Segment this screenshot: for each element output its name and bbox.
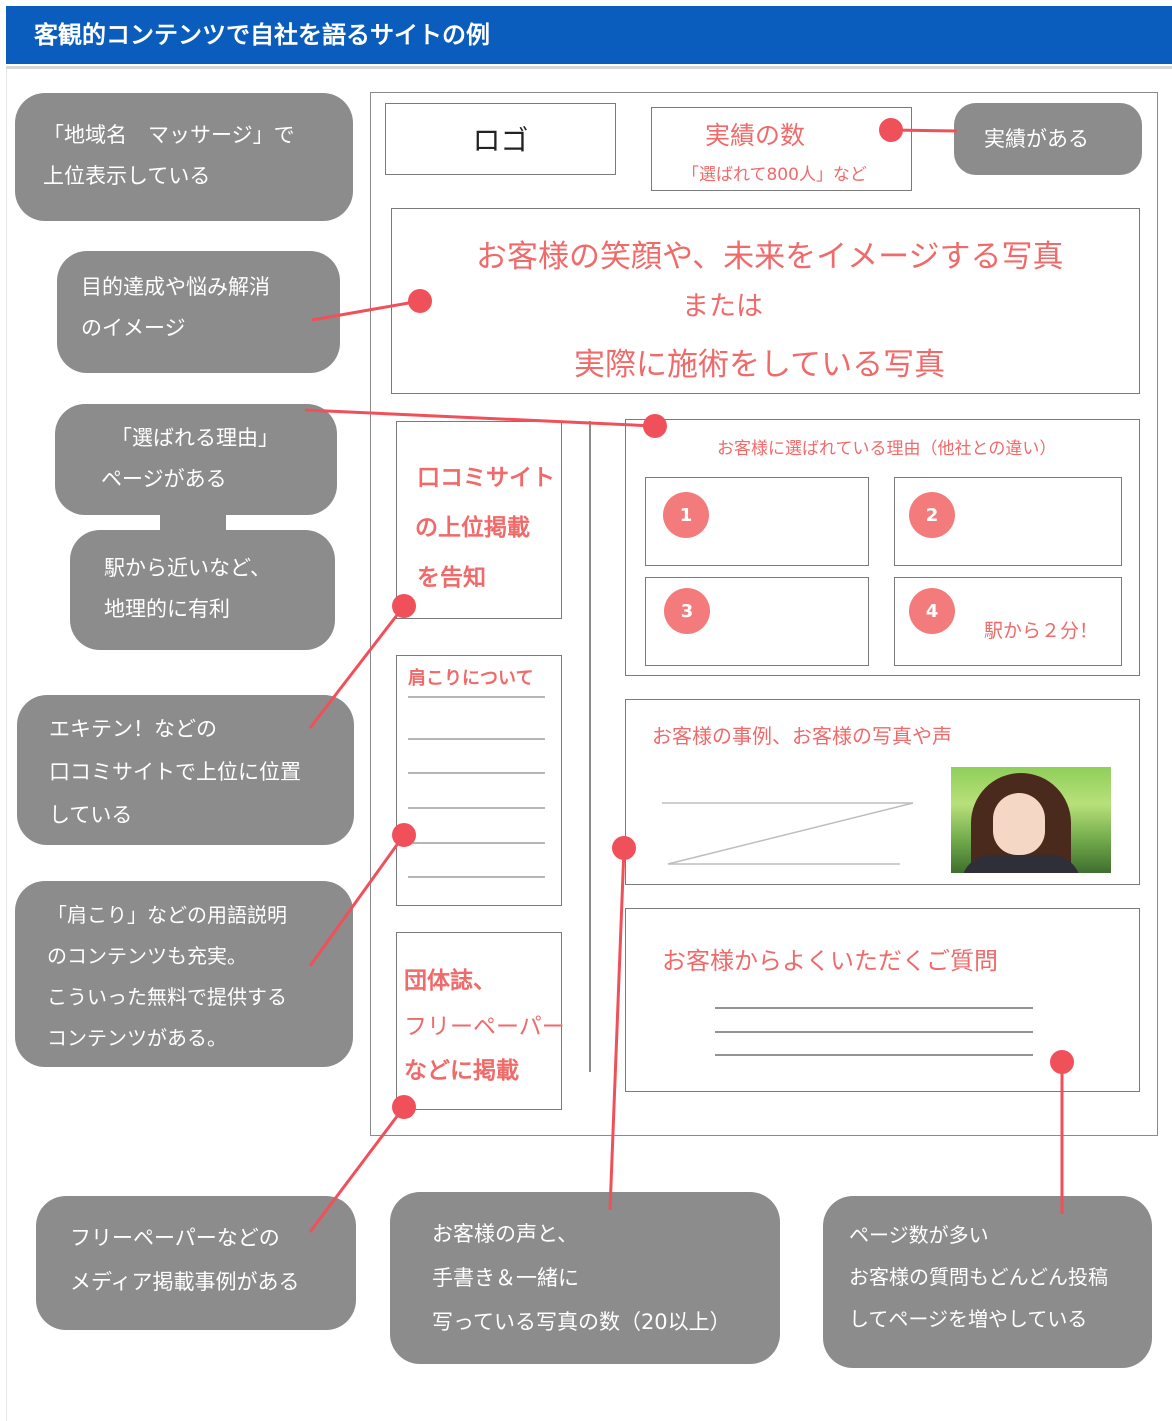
review-site-line-1: 口コミサイト [417,465,555,491]
note-local-seo-line-1: 「地域名 マッサージ」で [43,123,295,147]
note-customer-voices-line-2: 手書き＆一緒に [432,1266,579,1291]
note-glossary-line-2: のコンテンツも充実。 [47,944,247,968]
note-goal-image-line-1: 目的達成や悩み解消 [81,275,270,299]
note-review-site-line-3: している [49,803,133,828]
note-page-count-line-2: お客様の質問もどんどん投稿 [849,1265,1108,1289]
reason-number-1: 1 [663,492,709,538]
note-glossary-line-4: コンテンツがある。 [47,1026,227,1050]
note-local-seo: 「地域名 マッサージ」で 上位表示している [15,93,353,221]
page-header: 客観的コンテンツで自社を語るサイトの例 [6,6,1172,64]
note-glossary-line-1: 「肩こり」などの用語説明 [47,903,287,927]
note-glossary-line-3: こういった無料で提供する [47,985,287,1009]
dot-cases [612,836,636,860]
media-line-3: などに掲載 [404,1058,519,1084]
note-glossary: 「肩こり」などの用語説明 のコンテンツも充実。 こういった無料で提供する コンテ… [15,881,353,1067]
media-box: 団体誌、 フリーペーパー などに掲載 [396,932,565,1110]
note-achievements: 実績がある [954,103,1142,175]
media-line-1: 団体誌、 [404,968,496,994]
header-divider [6,66,1172,69]
note-page-count-line-3: してページを増やしている [849,1307,1088,1331]
dot-faq [1050,1050,1074,1074]
note-achievements-line-1: 実績がある [984,127,1089,151]
hero-line-3: 実際に施術をしている写真 [574,347,946,383]
logo-box: ロゴ [385,103,616,175]
reason-number-3: 3 [664,588,710,634]
note-local-seo-line-2: 上位表示している [43,163,211,188]
leader-hero [311,299,421,322]
note-media: フリーペーパーなどの メディア掲載事例がある [36,1196,356,1330]
shoulder-text-lines [408,696,545,878]
media-line-2: フリーペーパー [404,1014,565,1040]
leader-review-site [308,605,406,729]
note-customer-voices: お客様の声と、 手書き＆一緒に 写っている写真の数（20以上） [390,1192,780,1364]
reason-number-4: 4 [909,588,955,634]
note-media-line-1: フリーペーパーなどの [70,1226,280,1250]
dot-media [392,1095,416,1119]
dot-reasons [643,414,667,438]
note-location-line-2: 地理的に有利 [104,596,230,621]
cases-line-diagonal [667,802,914,865]
reason-card-2 [894,477,1122,566]
faq-title: お客様からよくいただくご質問 [662,947,998,975]
note-reasons-page-line-1: 「選ばれる理由」 [111,426,279,450]
customer-photo [951,767,1111,873]
note-customer-voices-line-3: 写っている写真の数（20以上） [432,1310,731,1335]
note-location: 駅から近いなど、 地理的に有利 [70,530,335,650]
note-review-site-line-1: エキテン！などの [49,717,217,741]
note-location-line-1: 駅から近いなど、 [104,556,271,580]
achievements-subtitle: 「選ばれて800人」など [682,165,867,185]
leader-reasons [304,408,656,428]
reason-number-2: 2 [909,492,955,538]
faq-section: お客様からよくいただくご質問 [625,908,1140,1092]
note-goal-image: 目的達成や悩み解消 のイメージ [57,251,340,373]
note-media-line-2: メディア掲載事例がある [70,1270,300,1295]
dot-review-site [392,594,416,618]
logo-label: ロゴ [472,124,529,157]
dot-achievements [879,118,903,142]
site-wireframe [370,92,1158,1136]
reasons-title: お客様に選ばれている理由（他社との違い） [717,439,1057,459]
note-page-count: ページ数が多い お客様の質問もどんどん投稿 してページを増やしている [823,1196,1152,1368]
note-review-site: エキテン！などの 口コミサイトで上位に位置 している [17,695,354,845]
note-review-site-line-2: 口コミサイトで上位に位置 [49,760,301,785]
achievements-box: 実績の数 「選ばれて800人」など [651,107,912,191]
cases-text-placeholder [662,802,914,865]
note-page-count-line-1: ページ数が多い [849,1223,989,1247]
review-site-line-3: を告知 [417,565,486,591]
hero-photo-area: お客様の笑顔や、未来をイメージする写真 または 実際に施術をしている写真 [391,208,1140,394]
note-goal-image-line-2: のイメージ [81,315,186,340]
photo-face [993,793,1045,855]
hero-line-2: または [682,291,763,322]
leader-lines [304,128,1064,1233]
photo-shirt [961,855,1081,873]
dot-shoulder [392,823,416,847]
column-divider [589,421,591,1072]
left-border [6,69,7,1421]
dot-hero [408,289,432,313]
shoulder-title: 肩こりについて [408,668,534,689]
leader-glossary [308,834,406,967]
note-customer-voices-line-1: お客様の声と、 [432,1222,579,1246]
achievements-title: 実績の数 [705,121,806,150]
hero-line-1: お客様の笑顔や、未来をイメージする写真 [476,239,1064,275]
cases-title: お客様の事例、お客様の写真や声 [652,724,952,748]
note-reasons-page-line-2: ページがある [101,466,227,491]
faq-text-lines [715,1007,1033,1056]
review-site-line-2: の上位掲載 [415,515,530,541]
review-site-box: 口コミサイト の上位掲載 を告知 [396,421,562,619]
note-reasons-page: 「選ばれる理由」 ページがある [55,404,337,515]
marker-dots [392,118,1074,1119]
reason-4-note: 駅から２分！ [984,620,1099,642]
leader-customer-voices [608,847,626,1211]
leader-media [308,1106,406,1233]
